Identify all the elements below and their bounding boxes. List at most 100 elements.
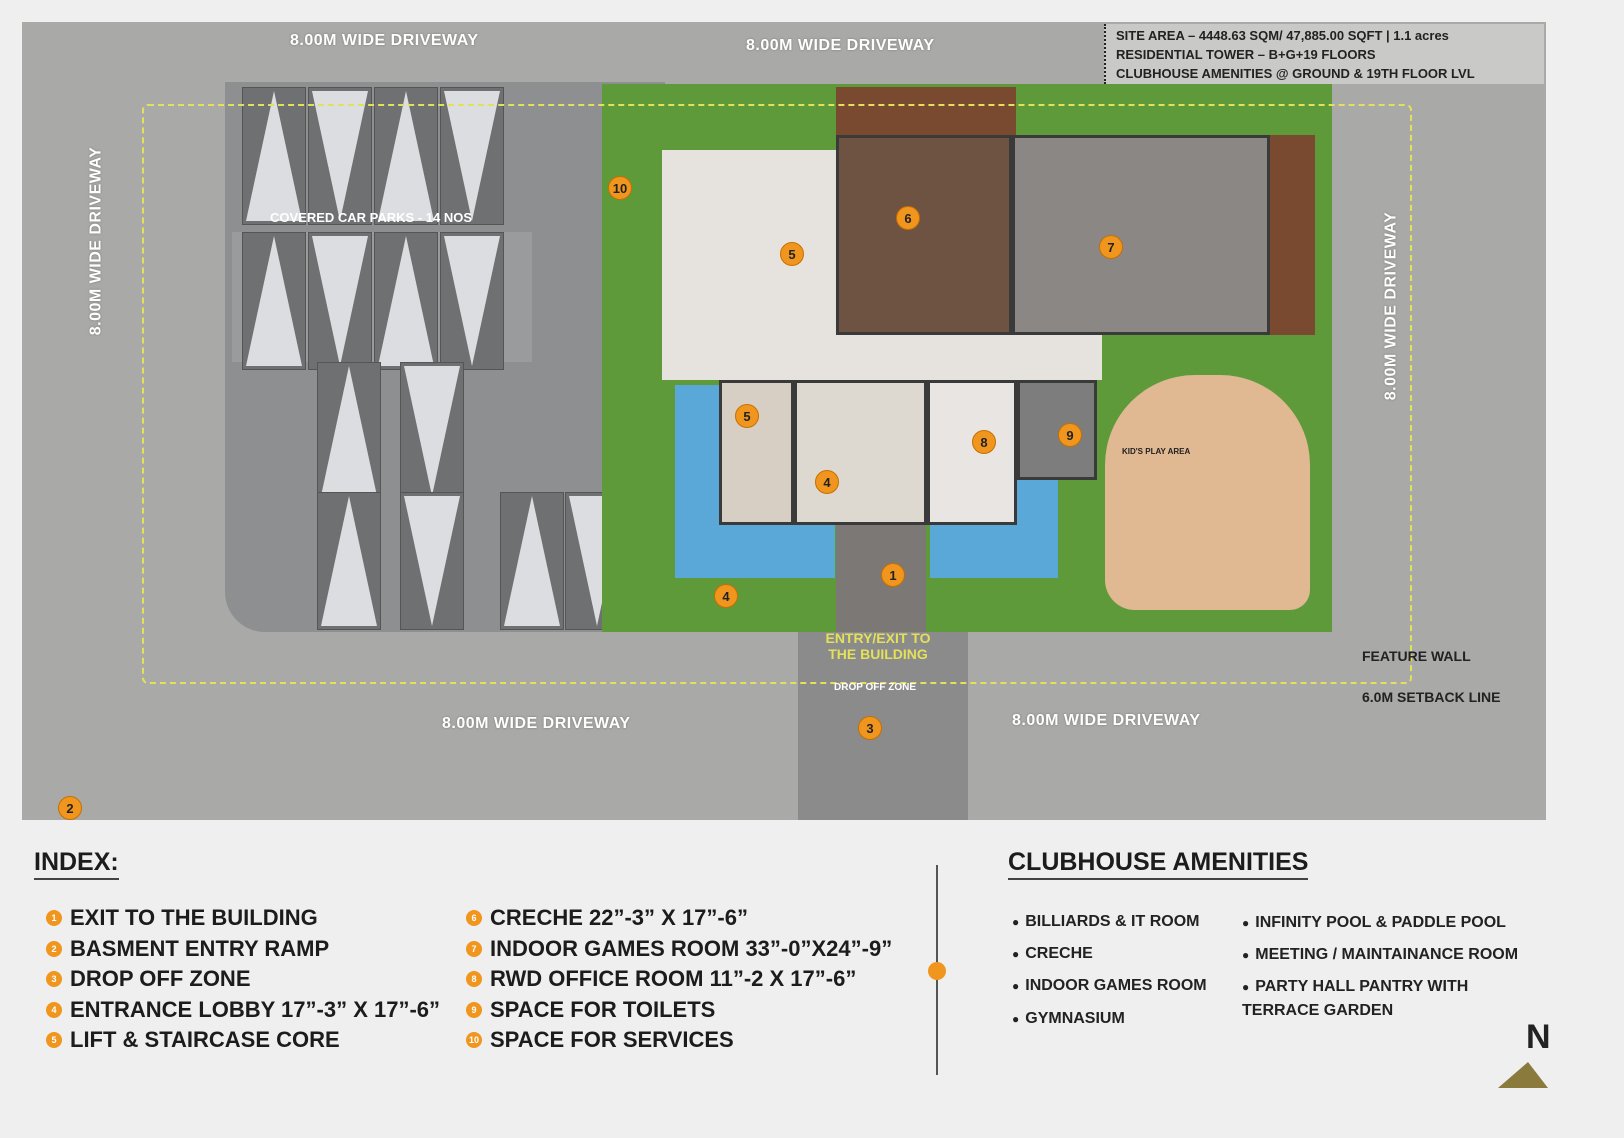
parking-stall [308, 87, 372, 225]
site-area: SITE AREA – 4448.63 SQM/ 47,885.00 SQFT … [1116, 28, 1449, 43]
site-plan: COVERED CAR PARKS - 14 NOS KID'S PLAY AR… [22, 22, 1546, 820]
stall-marking [404, 366, 460, 496]
amenity-item: PARTY HALL PANTRY WITH TERRACE GARDEN [1242, 975, 1492, 1022]
index-item: 4 ENTRANCE LOBBY 17”-3” X 17”-6” [46, 997, 440, 1023]
driveway-label-bottom-left: 8.00M WIDE DRIVEWAY [442, 715, 631, 732]
stall-marking [444, 236, 500, 366]
setback-label: 6.0M SETBACK LINE [1362, 689, 1501, 705]
plan-marker: 9 [1058, 423, 1082, 447]
driveway-label-left: 8.00M WIDE DRIVEWAY [87, 146, 105, 336]
parking-stall [400, 362, 464, 500]
index-label: DROP OFF ZONE [70, 966, 251, 991]
driveway-label-bottom-right: 8.00M WIDE DRIVEWAY [1012, 712, 1201, 729]
stall-marking [312, 91, 368, 221]
amenity-item: BILLIARDS & IT ROOM [1012, 910, 1199, 934]
index-number: 8 [466, 971, 482, 987]
index-number: 4 [46, 1001, 62, 1018]
index-label: CRECHE 22”-3” X 17”-6” [490, 905, 748, 930]
parking-stall [500, 492, 564, 630]
parking-stall [317, 362, 381, 500]
driveway-label-top-left: 8.00M WIDE DRIVEWAY [290, 32, 479, 49]
stall-marking [404, 496, 460, 626]
index-number: 9 [466, 1001, 482, 1018]
setback-line [142, 104, 1412, 684]
stall-marking [378, 91, 434, 221]
plan-marker: 5 [735, 404, 759, 428]
clubhouse-levels: CLUBHOUSE AMENITIES @ GROUND & 19TH FLOO… [1116, 66, 1475, 81]
plan-marker: 5 [780, 242, 804, 266]
terrace-strip [836, 87, 1016, 135]
parking-stall [317, 492, 381, 630]
stall-marking [312, 236, 368, 366]
index-label: INDOOR GAMES ROOM 33”-0”X24”-9” [490, 935, 893, 961]
toilets [1017, 380, 1097, 480]
stall-marking [378, 236, 434, 366]
amenity-item: CRECHE [1012, 942, 1093, 966]
plan-marker: 1 [881, 563, 905, 587]
index-item: 3 DROP OFF ZONE [46, 966, 251, 992]
parking-stall [242, 87, 306, 225]
divider-dot [928, 962, 946, 980]
entrance-lobby [794, 380, 927, 525]
plan-marker: 4 [714, 584, 738, 608]
plan-marker: 8 [972, 430, 996, 454]
creche-room [836, 135, 1012, 335]
kids-play-label: KID'S PLAY AREA [1122, 447, 1191, 456]
amenity-item: MEETING / MAINTAINANCE ROOM [1242, 943, 1518, 967]
index-item: 10 SPACE FOR SERVICES [466, 1027, 734, 1053]
plan-marker: 4 [815, 470, 839, 494]
driveway-label-right: 8.00M WIDE DRIVEWAY [1382, 211, 1400, 401]
index-item: 1 EXIT TO THE BUILDING [46, 905, 318, 931]
stall-marking [504, 496, 560, 626]
index-label: SPACE FOR TOILETS [490, 996, 716, 1022]
parking-stall [440, 87, 504, 225]
stall-marking [321, 496, 377, 626]
amenity-item: INDOOR GAMES ROOM [1012, 974, 1206, 998]
stair-room [719, 380, 794, 525]
index-item: 5 LIFT & STAIRCASE CORE [46, 1027, 340, 1053]
deck [1270, 135, 1315, 335]
stall-marking [444, 91, 500, 221]
parking-stall [374, 87, 438, 225]
index-label: ENTRANCE LOBBY 17”-3” X 17”-6” [70, 996, 441, 1022]
plan-marker: 6 [896, 206, 920, 230]
office-room [927, 380, 1017, 525]
index-number: 1 [46, 910, 62, 926]
index-label: SPACE FOR SERVICES [490, 1027, 734, 1052]
index-title: INDEX: [34, 848, 119, 880]
index-label: RWD OFFICE ROOM 11”-2 X 17”-6” [490, 966, 857, 991]
north-arrow-icon [1498, 1062, 1548, 1088]
driveway-label-top-right: 8.00M WIDE DRIVEWAY [746, 37, 935, 54]
tower-floors: RESIDENTIAL TOWER – B+G+19 FLOORS [1116, 47, 1376, 62]
parking-stall [242, 232, 306, 370]
drop-off-zone [798, 632, 968, 820]
parking-stall [374, 232, 438, 370]
plan-marker: 2 [58, 796, 82, 820]
index-label: LIFT & STAIRCASE CORE [70, 1027, 340, 1052]
index-number: 5 [46, 1032, 62, 1048]
plan-marker: 7 [1099, 235, 1123, 259]
index-item: 8 RWD OFFICE ROOM 11”-2 X 17”-6” [466, 966, 856, 992]
games-room [1012, 135, 1270, 335]
index-number: 2 [46, 940, 62, 957]
car-parks-label: COVERED CAR PARKS - 14 NOS [270, 210, 473, 225]
index-item: 9 SPACE FOR TOILETS [466, 997, 715, 1023]
north-label: N [1526, 1018, 1551, 1056]
index-number: 6 [466, 910, 482, 926]
index-item: 2 BASMENT ENTRY RAMP [46, 936, 329, 962]
parking-stall [440, 232, 504, 370]
amenities-title: CLUBHOUSE AMENITIES [1008, 848, 1309, 880]
stall-marking [321, 366, 377, 496]
plan-marker: 10 [608, 176, 632, 200]
parking-stall [400, 492, 464, 630]
play-area [1105, 375, 1310, 610]
stall-marking [246, 236, 302, 366]
index-number: 10 [466, 1032, 482, 1048]
index-number: 3 [46, 971, 62, 987]
index-label: EXIT TO THE BUILDING [70, 905, 318, 930]
index-label: BASMENT ENTRY RAMP [70, 935, 330, 961]
plan-marker: 3 [858, 716, 882, 740]
parking-stall [308, 232, 372, 370]
site-info-box: SITE AREA – 4448.63 SQM/ 47,885.00 SQFT … [1104, 24, 1544, 84]
